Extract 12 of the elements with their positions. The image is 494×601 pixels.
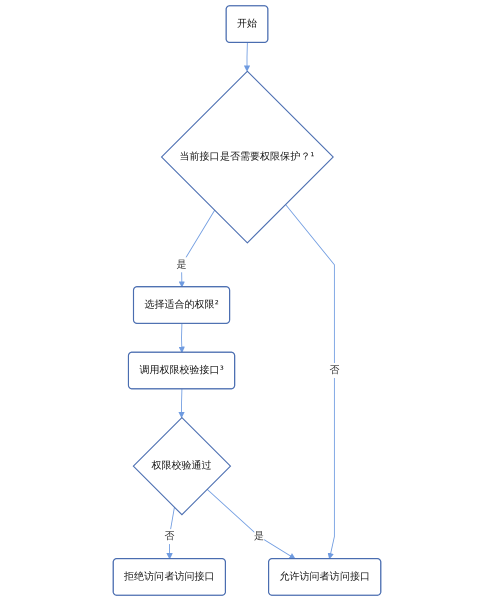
arrow (206, 488, 296, 560)
arrow (178, 388, 185, 418)
arrow (285, 204, 335, 560)
node-diamond: 当前接口是否需要权限保护？¹ (160, 70, 334, 244)
edge-label: 是 (254, 530, 264, 542)
arrow (178, 323, 185, 353)
edge-label: 是 (176, 258, 187, 270)
arrow (178, 210, 215, 288)
arrow (244, 42, 250, 72)
node-diamond: 权限校验通过 (132, 416, 232, 516)
edge-label: 否 (329, 364, 340, 376)
edge-label: 否 (164, 530, 174, 542)
